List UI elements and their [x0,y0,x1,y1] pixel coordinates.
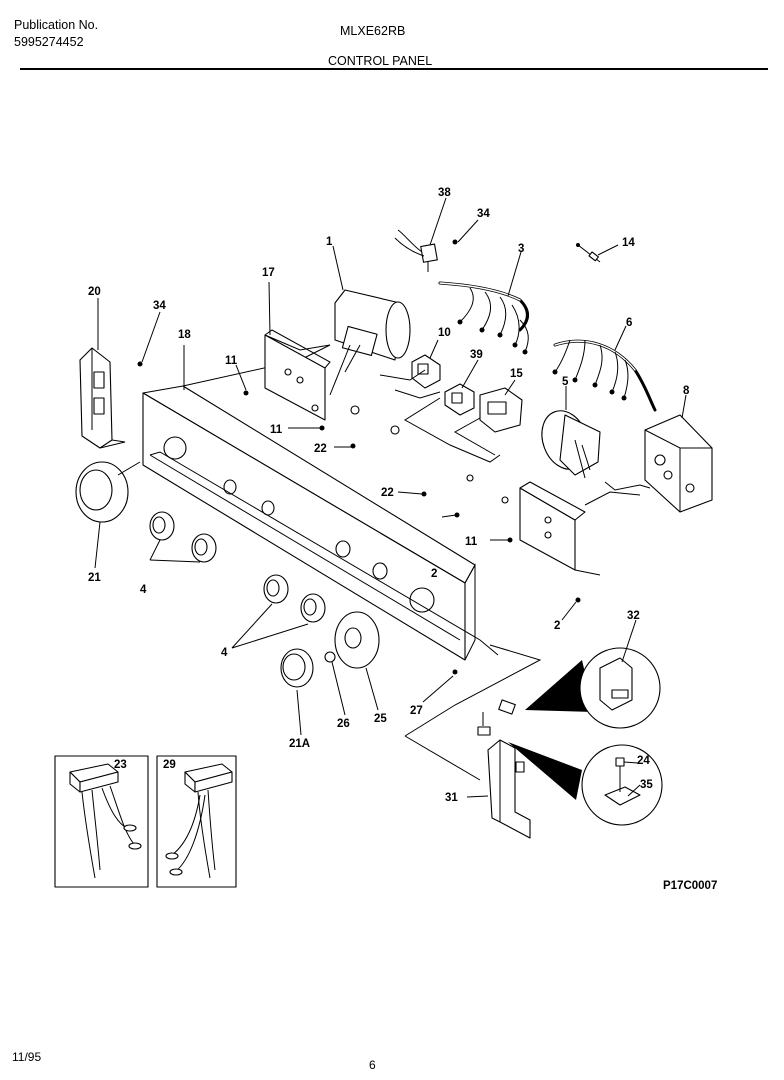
clip-part [477,699,516,736]
callout-26: 26 [337,718,350,730]
end-bracket-part [519,481,601,576]
callout-4: 4 [140,584,147,596]
spring-part [324,651,336,663]
page-number: 6 [369,1058,376,1072]
callout-15: 15 [510,368,523,380]
callout-27: 27 [410,705,423,717]
diagram-code: P17C0007 [663,880,717,892]
pressure-switch-part [541,410,601,479]
callout-17: 17 [262,267,275,279]
callout-23: 23 [114,759,127,771]
model-number: MLXE62RB [340,24,406,38]
publication-number: 5995274452 [14,35,84,49]
callout-24: 24 [637,755,650,767]
switch-part [479,387,523,433]
callout-11b: 11 [270,424,283,436]
footer-date: 11/95 [12,1050,42,1064]
mount-bracket-part [487,739,531,839]
callout-2: 2 [431,568,437,580]
callout-21: 21 [88,572,101,584]
callout-39: 39 [470,349,483,361]
dial-part [334,611,380,669]
callout-29: 29 [163,759,176,771]
callout-34b: 34 [477,208,490,220]
control-panel-part [142,334,499,661]
callout-32: 32 [627,610,640,622]
callout-3: 3 [518,243,524,255]
button-part [191,533,217,563]
detail-view-clip [525,647,661,729]
switch-part [411,354,441,389]
callout-2b: 2 [554,620,560,632]
callout-31: 31 [445,792,458,804]
detail-view-screw [508,742,663,826]
callout-4b: 4 [221,647,228,659]
button-part [149,511,175,541]
callout-35: 35 [640,779,653,791]
callout-8: 8 [683,385,690,397]
header-rule [20,68,768,70]
wire-harness-part [552,339,657,412]
callout-11: 11 [225,355,238,367]
callout-38: 38 [438,187,451,199]
callout-6: 6 [626,317,632,329]
bracket-part [264,329,331,421]
callout-25: 25 [374,713,387,725]
jumper-wire-part [576,243,601,263]
button-part [263,574,289,604]
callout-5: 5 [562,376,569,388]
inset-harness-29 [156,755,237,888]
callout-22b: 22 [381,487,394,499]
wire-harness-part [438,281,529,355]
timer-part [329,289,411,396]
callout-21a: 21A [289,738,310,750]
leader-lines [94,197,687,798]
callout-10: 10 [438,327,451,339]
switch-part [444,383,475,416]
guide-lines [404,644,542,781]
knob-part [280,648,314,688]
relay-part [394,229,438,272]
side-bracket-part [79,347,126,449]
button-part [300,593,326,623]
callout-18: 18 [178,329,191,341]
callout-11c: 11 [465,536,478,548]
callout-22: 22 [314,443,327,455]
callout-34: 34 [153,300,166,312]
connector-wires [379,369,651,506]
callout-1: 1 [326,236,333,248]
knob-part [75,461,141,523]
callout-14: 14 [622,237,635,249]
section-title: CONTROL PANEL [328,54,433,68]
publication-label: Publication No. [14,18,99,32]
control-box-part [644,414,713,513]
inset-harness-23 [54,755,149,888]
callout-20: 20 [88,286,101,298]
callout-labels: 1 2 2 3 4 4 5 6 8 10 11 11 11 14 15 17 1… [88,187,690,804]
